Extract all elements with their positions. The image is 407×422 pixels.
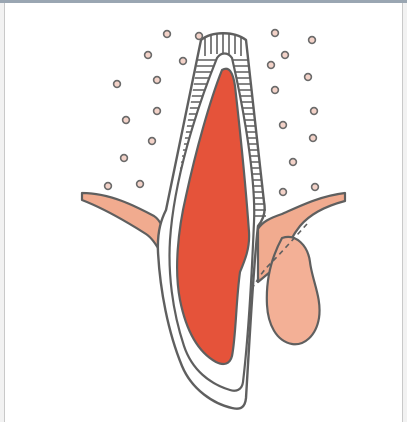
bacteria-dot-icon <box>280 122 287 129</box>
bacteria-dot-icon <box>290 159 297 166</box>
bacteria-dot-icon <box>310 135 317 142</box>
bacteria-dot-icon <box>164 31 171 38</box>
left-gum-icon <box>82 193 163 252</box>
bacteria-dot-icon <box>123 117 130 124</box>
bacteria-dot-icon <box>149 138 156 145</box>
bacteria-dot-icon <box>114 81 121 88</box>
bacteria-dot-icon <box>121 155 128 162</box>
abscess-icon <box>267 237 320 344</box>
bacteria-dot-icon <box>312 184 319 191</box>
bacteria-dot-icon <box>311 108 318 115</box>
bacteria-dot-icon <box>305 74 312 81</box>
bacteria-dot-icon <box>154 77 161 84</box>
bacteria-dot-icon <box>105 183 112 190</box>
bacteria-dot-icon <box>154 108 161 115</box>
bacteria-dot-icon <box>137 181 144 188</box>
bacteria-dot-icon <box>280 189 287 196</box>
bacteria-dot-icon <box>180 58 187 65</box>
bacteria-dot-icon <box>145 52 152 59</box>
bacteria-dot-icon <box>282 52 289 59</box>
bacteria-dot-icon <box>196 33 203 40</box>
bacteria-dot-icon <box>309 37 316 44</box>
bacteria-dot-icon <box>268 62 275 69</box>
bacteria-dot-icon <box>272 30 279 37</box>
bacteria-dot-icon <box>272 87 279 94</box>
